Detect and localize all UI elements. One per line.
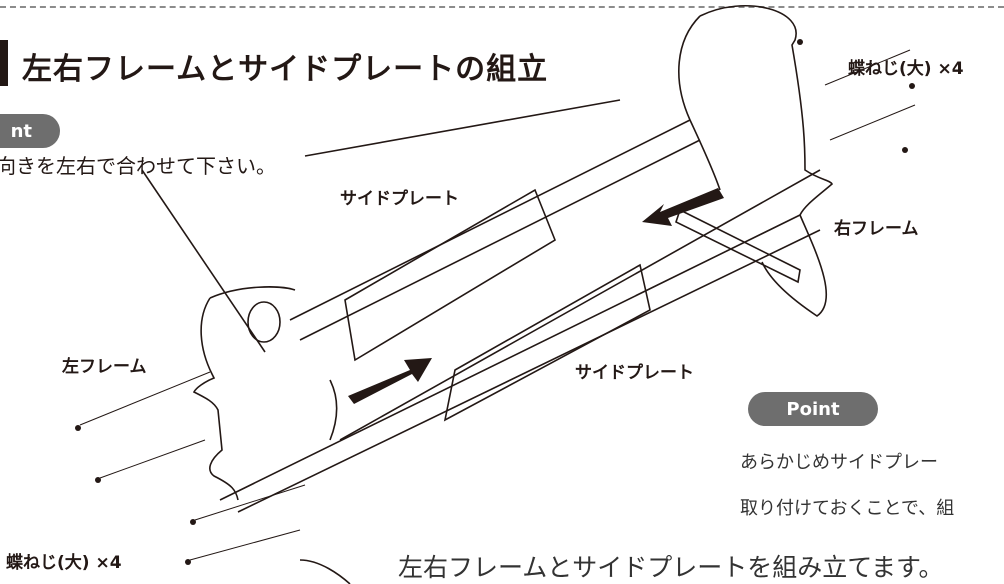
point-badge-left: nt bbox=[0, 114, 60, 148]
screw-line-6 bbox=[829, 104, 916, 141]
tube-mid-line bbox=[339, 169, 821, 441]
wing-screw-icon bbox=[902, 147, 908, 153]
label-right-frame: 右フレーム bbox=[834, 219, 919, 239]
arrow-right-icon bbox=[348, 358, 432, 404]
label-side-plate-bottom: サイドプレート bbox=[575, 363, 694, 383]
tube-bottom-line bbox=[219, 214, 801, 501]
arrow-left-icon bbox=[642, 188, 724, 226]
step-caption: 左右フレームとサイドプレートを組み立てます。 bbox=[398, 553, 944, 582]
label-wing-screw-top: 蝶ねじ(大) ×4 bbox=[848, 59, 964, 79]
point-note-right-line1: あらかじめサイドプレー bbox=[740, 452, 938, 473]
crossbar bbox=[675, 208, 801, 284]
tube-top-line bbox=[289, 119, 691, 321]
left-frame-outline bbox=[209, 286, 296, 299]
pointer-line-2 bbox=[141, 169, 266, 353]
side-plate-top-outline bbox=[344, 188, 556, 362]
screw-line-5 bbox=[824, 49, 911, 86]
screw-line-2 bbox=[99, 439, 206, 479]
point-badge-right: Point bbox=[748, 392, 878, 426]
wing-screw-icon bbox=[75, 425, 81, 431]
screw-line-3 bbox=[194, 484, 306, 521]
label-left-frame: 左フレーム bbox=[62, 357, 147, 377]
page-title: 左右フレームとサイドプレートの組立 bbox=[22, 52, 549, 87]
pointer-line-1 bbox=[304, 99, 621, 157]
title-accent-bar bbox=[0, 40, 8, 86]
wing-screw-icon bbox=[95, 477, 101, 483]
point-note-right-line2: 取り付けておくことで、組 bbox=[740, 498, 955, 519]
tube-cap bbox=[247, 301, 281, 343]
top-dashed-divider bbox=[0, 6, 1004, 8]
label-side-plate-top: サイドプレート bbox=[340, 189, 459, 209]
point-note-left: 向きを左右で合わせて下さい。 bbox=[0, 154, 276, 178]
screw-line-1 bbox=[79, 371, 211, 426]
wing-screw-icon bbox=[190, 519, 196, 525]
wing-screw-icon bbox=[797, 39, 803, 45]
screw-line-4 bbox=[189, 529, 301, 561]
side-plate-bottom-outline bbox=[443, 263, 651, 422]
right-frame-outline bbox=[699, 4, 833, 317]
wing-screw-icon bbox=[185, 559, 191, 565]
wing-screw-icon bbox=[909, 83, 915, 89]
label-wing-screw-bottom: 蝶ねじ(大) ×4 bbox=[6, 553, 122, 573]
